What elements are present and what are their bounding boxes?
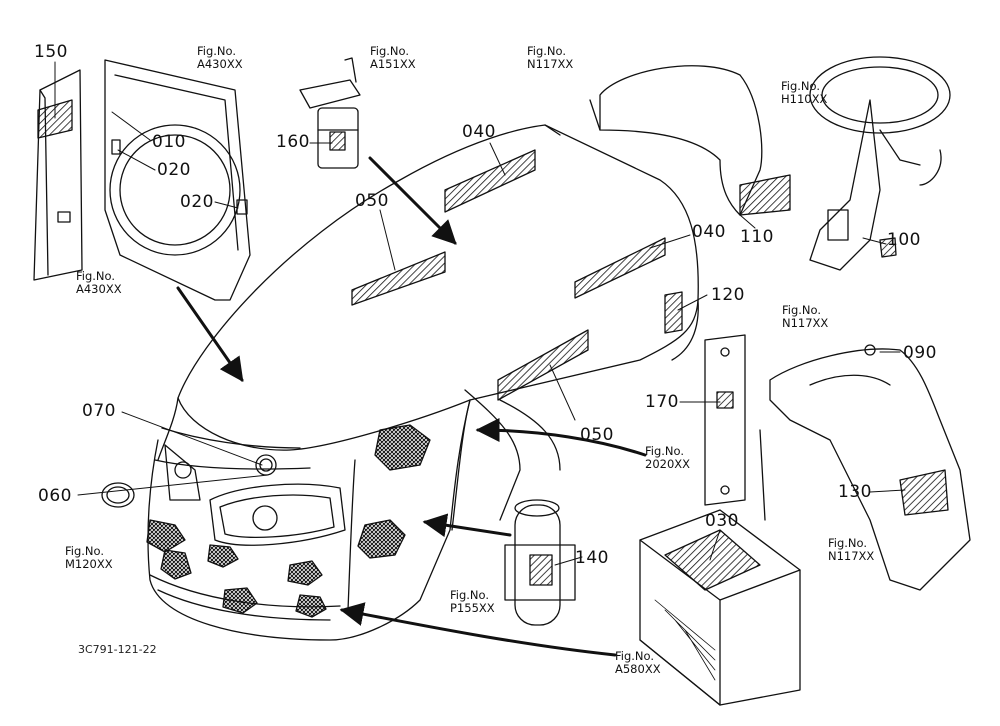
- callout-020-lower: 020: [180, 192, 214, 212]
- figref-h110: Fig.No.H110XX: [781, 79, 828, 107]
- battery: [639, 509, 801, 706]
- callout-070: 070: [82, 401, 116, 421]
- callout-leaders: [54, 61, 906, 566]
- drawing-code: 3C791-121-22: [78, 643, 157, 656]
- callout-030: 030: [705, 511, 739, 531]
- figref-p155: Fig.No.P155XX: [450, 588, 495, 616]
- steering-assembly: [809, 56, 951, 271]
- fuel-filter: [299, 57, 361, 169]
- callout-020-upper: 020: [157, 160, 191, 180]
- callout-040-lower: 040: [692, 222, 726, 242]
- callout-050-upper: 050: [355, 191, 389, 211]
- callout-170: 170: [645, 392, 679, 412]
- callout-140: 140: [575, 548, 609, 568]
- callout-010: 010: [152, 132, 186, 152]
- small-parts: [101, 454, 277, 508]
- hood-decals: [351, 149, 683, 401]
- callout-160: 160: [276, 132, 310, 152]
- roof-panel: [589, 65, 791, 216]
- side-panels-left: [33, 59, 251, 301]
- figref-2020: Fig.No.2020XX: [645, 444, 691, 472]
- figref-n117-bottom: Fig.No.N117XX: [828, 536, 875, 564]
- callout-130: 130: [838, 482, 872, 502]
- callout-120: 120: [711, 285, 745, 305]
- figref-a151: Fig.No.A151XX: [370, 44, 416, 72]
- callout-050-lower: 050: [580, 425, 614, 445]
- fender-right: [759, 344, 971, 591]
- callout-110: 110: [740, 227, 774, 247]
- callout-100: 100: [887, 230, 921, 250]
- figref-m120: Fig.No.M120XX: [65, 544, 113, 572]
- step-plate: [704, 334, 746, 506]
- figref-a430-bottom: Fig.No.A430XX: [76, 269, 122, 297]
- callout-090: 090: [903, 343, 937, 363]
- figref-n117-mid: Fig.No.N117XX: [782, 303, 829, 331]
- figref-a580: Fig.No.A580XX: [615, 649, 661, 677]
- figref-n117-top: Fig.No.N117XX: [527, 44, 574, 72]
- callout-060: 060: [38, 486, 72, 506]
- callout-040-upper: 040: [462, 122, 496, 142]
- air-cleaner: [504, 499, 576, 626]
- assembly-arrows: [176, 156, 647, 657]
- figref-a430-top: Fig.No.A430XX: [197, 44, 243, 72]
- callout-150: 150: [34, 42, 68, 62]
- front-grille: [146, 399, 471, 641]
